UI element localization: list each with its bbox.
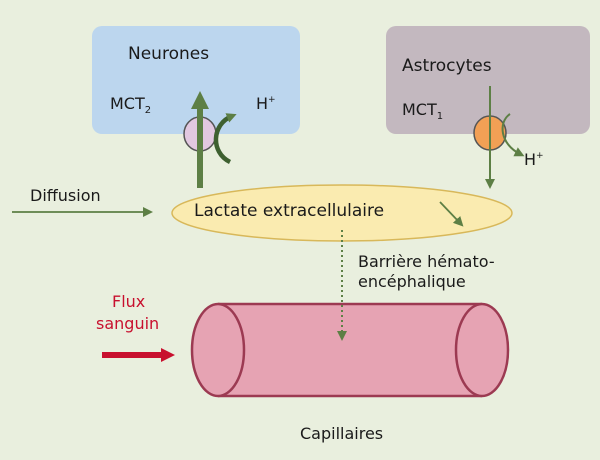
capillary-left-end (190, 302, 246, 398)
neuron-title: Neurones (128, 44, 210, 64)
neuron-proton-text: H (256, 94, 269, 113)
astrocyte-proton-sup: + (536, 151, 544, 161)
astrocyte-title: Astrocytes (402, 56, 492, 76)
mct2-subscript: 2 (144, 105, 152, 116)
lactate-label: Lactate extracellulaire (194, 201, 385, 221)
diffusion-label: Diffusion (30, 186, 101, 205)
blood-flow-label-line2: sanguin (96, 314, 160, 333)
capillary-right-end (454, 302, 510, 398)
mct2-label: MCT2 (110, 94, 151, 116)
neuron-box (92, 26, 300, 134)
capillary-body (218, 304, 482, 396)
blood-flow-label-line1: Flux (112, 292, 146, 311)
mct1-text: MCT (402, 100, 437, 119)
neuron-proton-arrow (213, 113, 237, 165)
lactate-internal-arrow (439, 201, 464, 227)
mct1-subscript: 1 (436, 111, 444, 122)
barrier-label-line2: encéphalique (358, 272, 466, 291)
mct2-text: MCT (110, 94, 145, 113)
capillaries-label: Capillaires (300, 424, 384, 443)
astrocyte-proton-arrow (501, 113, 525, 157)
neuron-proton-sup: + (268, 95, 276, 105)
astrocyte-box (386, 26, 590, 134)
barrier-label-line1: Barrière hémato- (358, 252, 495, 271)
astrocyte-proton-text: H (524, 150, 537, 169)
astrocyte-proton-label: H+ (524, 150, 544, 169)
mct1-label: MCT1 (402, 100, 443, 122)
neuron-proton-label: H+ (256, 94, 276, 113)
